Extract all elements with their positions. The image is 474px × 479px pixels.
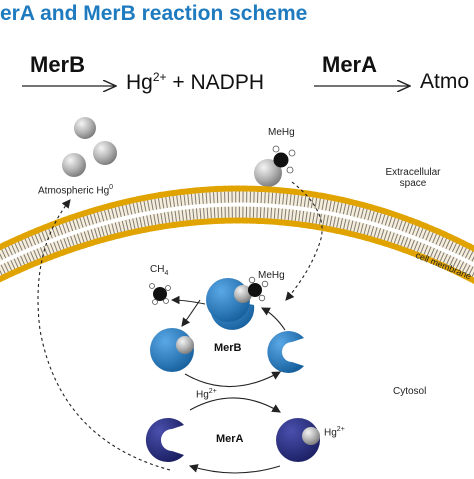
equation-enzyme-mera: MerA [322,52,378,77]
methane-label: CH4 [150,264,168,277]
hg-released-text: Hg [196,389,209,401]
atmospheric-hg-text: Atmospheric Hg [38,185,110,197]
mera-free-enzyme [145,418,184,462]
cytosol-label: Cytosol [393,386,427,397]
hg0-release-arrow [37,199,171,471]
equation-enzyme-merb: MerB [30,52,86,77]
mera-cycle-arrows [188,397,281,474]
mehg-bound-label: MeHg [258,270,285,281]
hg-released-sup: 2+ [208,388,217,395]
equation-product: Atmo [420,70,470,93]
methylmercury-molecule-icon [254,145,296,187]
extracellular-label: Extracellular space [383,167,443,189]
merb-bound-complex [206,276,269,330]
page-title: erA and MerB reaction scheme [0,2,308,25]
mera-hg-complex [276,418,320,462]
atmospheric-mercury-atoms [62,117,117,177]
merb-free-enzyme [267,331,304,374]
extracellular-line2: space [399,178,427,189]
cell-membrane-bilayer [0,185,474,285]
mehg-uptake-arrow [285,181,323,301]
extracellular-line1: Extracellular [385,167,441,178]
methane-text: CH [150,264,165,275]
merb-hg-complex [150,328,194,372]
equation-nadph: + NADPH [166,71,264,94]
merb-label: MerB [214,342,242,354]
equation-reactants: Hg2+ + NADPH [126,70,264,95]
hg-mera-sup: 2+ [336,426,345,433]
equation-hg: Hg [126,71,153,94]
hg-mera-label: Hg2+ [324,426,345,438]
merb-cycle-arrows [170,295,286,388]
hg-mera-text: Hg [324,427,337,439]
mehg-top-label: MeHg [268,127,295,138]
atmospheric-hg-sup: 0 [109,184,114,191]
hg-released-label: Hg2+ [196,388,217,400]
mera-label: MerA [216,433,244,445]
atmospheric-hg-label: Atmospheric Hg0 [38,184,113,196]
equation-hg-charge: 2+ [152,70,167,84]
methane-sub: 4 [164,270,169,277]
methane-molecule-icon [149,283,171,305]
